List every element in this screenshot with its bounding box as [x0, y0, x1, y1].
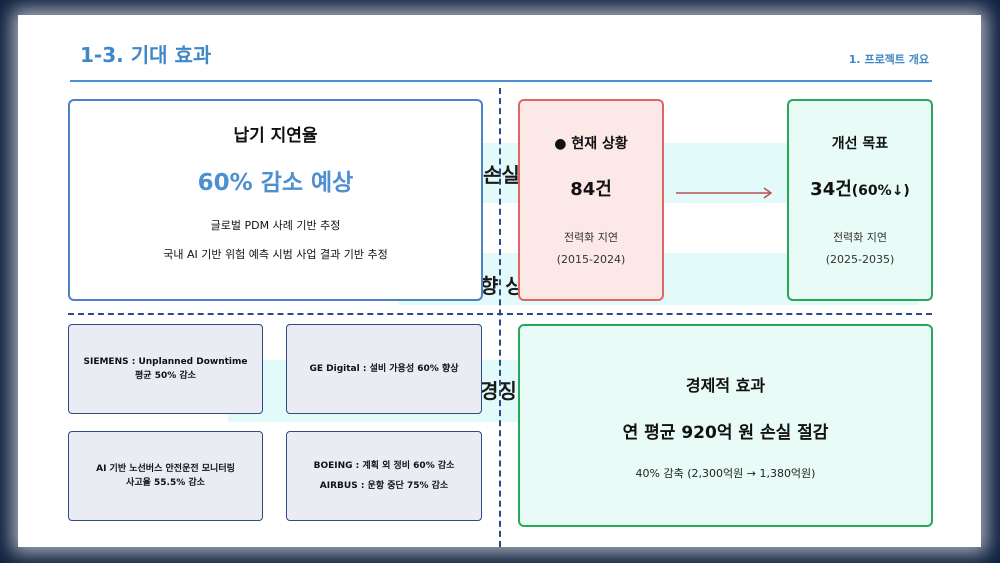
goal-value-row: 34건(60%↓)	[789, 175, 931, 201]
horizontal-divider	[68, 313, 932, 315]
goal-value-note: (60%↓)	[851, 183, 910, 199]
background-word: 향 상	[480, 274, 524, 298]
section-label: 1. 프로젝트 개요	[848, 53, 929, 66]
background-word: 손실	[483, 163, 520, 187]
case-box-boeing-airbus: BOEING : 계획 외 정비 60% 감소 AIRBUS : 운항 중단 7…	[286, 431, 482, 521]
current-status-value: 84건	[570, 179, 612, 200]
economic-effect-highlight: 연 평균 920억 원 손실 절감	[622, 423, 829, 443]
case-line: 사고율 55.5% 감소	[126, 478, 205, 488]
vertical-divider	[499, 88, 501, 547]
page-title: 1-3. 기대 효과	[80, 43, 212, 67]
economic-effect-detail: 40% 감축 (2,300억원 → 1,380억원)	[635, 467, 816, 480]
case-line: AI 기반 노선버스 안전운전 모니터링	[96, 464, 235, 474]
goal-heading: 개선 목표	[831, 136, 889, 152]
current-status-label: 전력화 지연	[563, 231, 619, 244]
delay-rate-card: 납기 지연율 60% 감소 예상 글로벌 PDM 사례 기반 추정 국내 AI …	[68, 99, 483, 301]
case-line: GE Digital : 설비 가용성 60% 향상	[309, 364, 459, 374]
current-status-card: ● 현재 상황 84건 전력화 지연 (2015-2024)	[518, 99, 664, 301]
delay-rate-highlight: 60% 감소 예상	[197, 170, 354, 196]
case-line: 평균 50% 감소	[135, 371, 196, 381]
economic-effect-card: 경제적 효과 연 평균 920억 원 손실 절감 40% 감축 (2,300억원…	[518, 324, 933, 527]
case-box-siemens: SIEMENS : Unplanned Downtime 평균 50% 감소	[68, 324, 263, 414]
current-status-period: (2015-2024)	[556, 253, 626, 266]
arrow-right-icon	[676, 187, 773, 199]
case-line: SIEMENS : Unplanned Downtime	[83, 357, 248, 367]
goal-period: (2025-2035)	[825, 253, 895, 266]
goal-value: 34건	[810, 179, 852, 200]
delay-rate-basis-1: 글로벌 PDM 사례 기반 추정	[210, 219, 341, 232]
background-word: 경징	[480, 379, 517, 403]
title-divider	[70, 80, 932, 82]
slide: 1-3. 기대 효과 1. 프로젝트 개요 손실 향 상 경징 납기 지연율 6…	[18, 15, 981, 547]
economic-effect-heading: 경제적 효과	[685, 376, 766, 395]
current-status-heading: ● 현재 상황	[554, 136, 628, 152]
goal-card: 개선 목표 34건(60%↓) 전력화 지연 (2025-2035)	[787, 99, 933, 301]
delay-rate-heading: 납기 지연율	[233, 126, 318, 146]
case-box-ge-digital: GE Digital : 설비 가용성 60% 향상	[286, 324, 482, 414]
goal-label: 전력화 지연	[832, 231, 888, 244]
case-box-ai-bus: AI 기반 노선버스 안전운전 모니터링 사고율 55.5% 감소	[68, 431, 263, 521]
case-line: BOEING : 계획 외 정비 60% 감소	[313, 461, 455, 471]
delay-rate-basis-2: 국내 AI 기반 위험 예측 시범 사업 결과 기반 추정	[163, 248, 388, 261]
case-line: AIRBUS : 운항 중단 75% 감소	[319, 481, 449, 491]
